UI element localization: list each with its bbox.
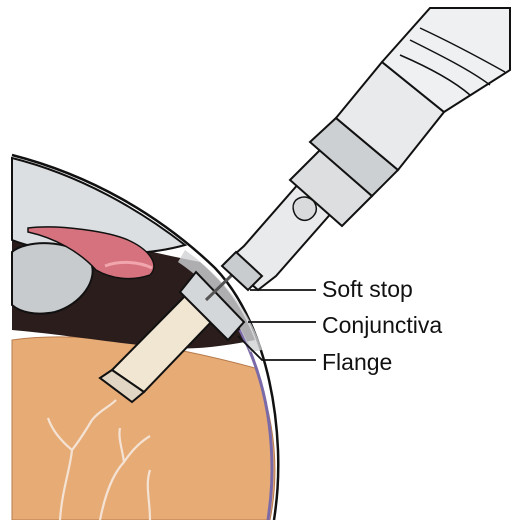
label-flange: Flange: [322, 351, 392, 374]
label-soft-stop: Soft stop: [322, 278, 413, 301]
label-conjunctiva: Conjunctiva: [322, 314, 442, 337]
plunger-tip: [293, 197, 316, 220]
syringe: [206, 8, 510, 300]
